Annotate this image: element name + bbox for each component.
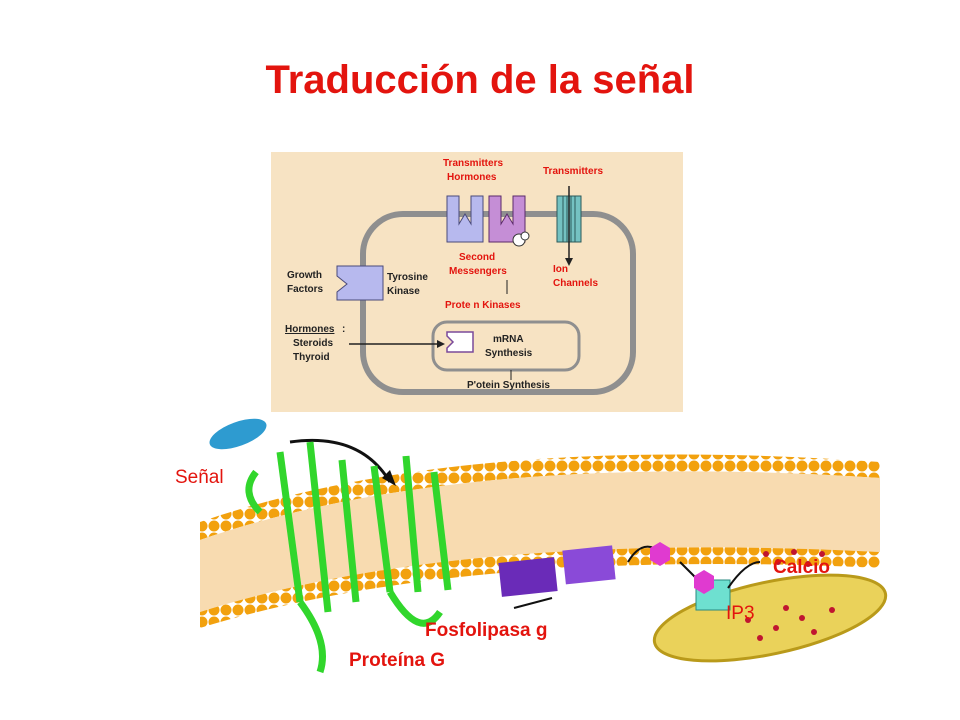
- signal-pathways-diagram: Transmitters Hormones Transmitters Secon…: [271, 152, 683, 412]
- membrane-illustration: [200, 418, 888, 674]
- growth-label: Growth: [287, 270, 322, 281]
- protein-synthesis-label: P'otein Synthesis: [467, 380, 550, 391]
- tyrosine-label: Tyrosine: [387, 272, 428, 283]
- protein-kinases-label: Prote n Kinases: [445, 300, 521, 311]
- ion-label: Ion: [553, 264, 568, 275]
- senal-label: Señal: [175, 467, 224, 488]
- factors-label: Factors: [287, 284, 324, 295]
- receptor-purple: [488, 195, 526, 243]
- kinase-label: Kinase: [387, 286, 420, 297]
- mrna-label: mRNA: [493, 334, 524, 345]
- hormones-top-label: Hormones: [447, 172, 497, 183]
- calcio-label: Calcio: [773, 557, 831, 578]
- channels-label: Channels: [553, 278, 598, 289]
- svg-text::: :: [342, 324, 345, 335]
- proteina-g-label: Proteína G: [349, 650, 446, 671]
- phospholipase-protein: [498, 557, 558, 597]
- calcium-ions: [745, 549, 835, 641]
- ip3-molecule: [650, 542, 670, 566]
- steroids-label: Steroids: [293, 338, 333, 349]
- transmitters-hormones-label: Transmitters: [443, 158, 503, 169]
- fosfolipasa-label: Fosfolipasa g: [425, 620, 548, 641]
- mrna-synthesis-label: Synthesis: [485, 348, 533, 359]
- receptor-blue: [446, 195, 484, 243]
- membrane-upper: [200, 454, 880, 540]
- hormones-label: Hormones: [285, 324, 335, 335]
- endoplasmic-reticulum: [652, 573, 888, 663]
- messengers-label: Messengers: [449, 266, 507, 277]
- second-messengers-label: Second: [459, 252, 495, 263]
- transmitters-label: Transmitters: [543, 166, 603, 177]
- thyroid-label: Thyroid: [293, 352, 330, 363]
- nucleus-outline: [431, 320, 581, 372]
- membrane-tails: [200, 471, 880, 612]
- ip3-label: IP3: [726, 603, 755, 624]
- page-title: Traducción de la señal: [265, 58, 695, 102]
- signal-molecule: [209, 418, 267, 450]
- g-protein-coupled-receptor: [245, 441, 452, 674]
- nuclear-receptor: [446, 331, 474, 353]
- tyrosine-kinase-receptor: [336, 265, 384, 301]
